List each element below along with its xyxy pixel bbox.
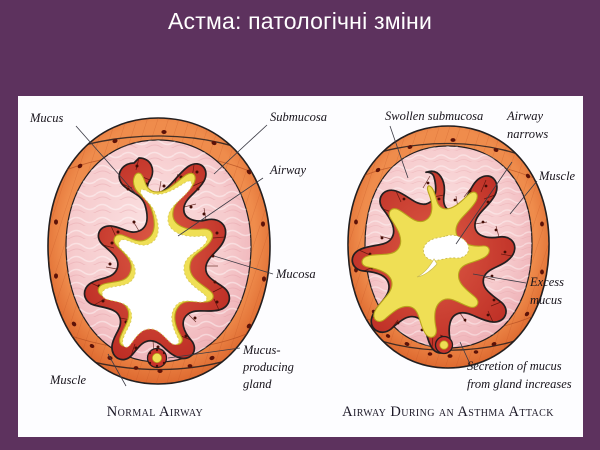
label-secretion-line2: from gland increases bbox=[467, 377, 572, 391]
label-gland-line1: Mucus- bbox=[242, 343, 281, 357]
page-title: Астма: патологічні зміни bbox=[167, 8, 433, 34]
leader-excess-mucus bbox=[472, 273, 527, 284]
label-secretion-line1: Secretion of mucus bbox=[467, 359, 562, 373]
label-gland-line3: gland bbox=[243, 377, 272, 391]
leader-mucus bbox=[75, 125, 137, 195]
label-mucus: Mucus bbox=[29, 111, 63, 125]
caption-asthma-airway: Airway During an Asthma Attack bbox=[342, 404, 554, 420]
label-submucosa: Submucosa bbox=[270, 110, 327, 124]
label-mucosa: Mucosa bbox=[275, 267, 316, 281]
label-airway: Airway bbox=[269, 163, 307, 177]
caption-normal-airway: Normal Airway bbox=[107, 404, 203, 420]
label-muscle-right: Muscle bbox=[538, 169, 576, 183]
figure-panel: Mucus Submucosa Airway Mucosa Mucus- pro… bbox=[18, 96, 583, 437]
airway-comparison-illustration: Mucus Submucosa Airway Mucosa Mucus- pro… bbox=[29, 109, 576, 420]
label-airway-narrows-line2: narrows bbox=[507, 127, 548, 141]
leader-swollen-submucosa bbox=[389, 125, 409, 179]
leader-muscle-right bbox=[509, 180, 538, 215]
leader-submucosa bbox=[213, 124, 268, 175]
excess-mucus-plug bbox=[361, 185, 490, 338]
secreting-gland-asthma bbox=[434, 335, 454, 355]
label-muscle-left: Muscle bbox=[49, 373, 87, 387]
asthma-airway-diagram: Swollen submucosa Airway narrows Muscle … bbox=[342, 109, 575, 420]
leader-secretion bbox=[459, 341, 471, 365]
lumen-branch-asthma bbox=[416, 258, 438, 278]
leader-airway bbox=[177, 177, 264, 237]
label-swollen-submucosa: Swollen submucosa bbox=[385, 109, 483, 123]
label-gland-line2: producing bbox=[242, 360, 294, 374]
leader-airway-narrows bbox=[455, 161, 513, 245]
label-excess-line1: Excess bbox=[529, 275, 564, 289]
mucus-producing-gland bbox=[146, 347, 168, 369]
normal-airway-diagram: Mucus Submucosa Airway Mucosa Mucus- pro… bbox=[29, 110, 327, 420]
leader-gland bbox=[167, 347, 241, 359]
leader-muscle-left bbox=[107, 353, 127, 387]
label-airway-narrows-line1: Airway bbox=[506, 109, 544, 123]
label-excess-line2: mucus bbox=[530, 293, 562, 307]
airway-lumen-normal bbox=[101, 180, 208, 348]
leader-mucosa bbox=[213, 255, 274, 275]
